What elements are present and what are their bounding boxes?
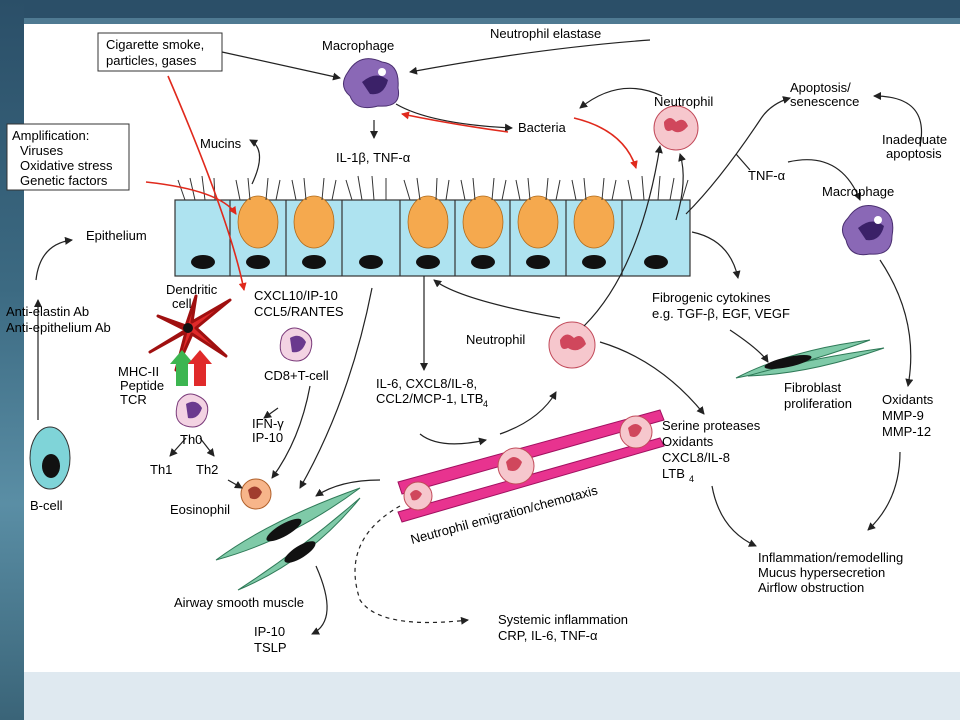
amplification-line-3: Oxidative stress bbox=[20, 158, 113, 173]
label-mhc-2: Peptide bbox=[120, 378, 164, 393]
label-mucins: Mucins bbox=[200, 136, 242, 151]
neutrophil-top-cell bbox=[653, 105, 699, 151]
epithelium-layer bbox=[174, 175, 691, 277]
label-tnfa-right: TNF-α bbox=[748, 168, 786, 183]
label-epithelium: Epithelium bbox=[86, 228, 147, 243]
neutrophil-mid-cell bbox=[548, 321, 596, 369]
label-macrophage-top: Macrophage bbox=[322, 38, 394, 53]
label-mhc-3: TCR bbox=[120, 392, 147, 407]
label-bcell: B-cell bbox=[30, 498, 63, 513]
fibroblast-cells bbox=[735, 339, 885, 379]
label-serine-4: LTB bbox=[662, 466, 685, 481]
label-antibody-1: Anti-elastin Ab bbox=[6, 304, 89, 319]
label-neutrophil-top: Neutrophil bbox=[654, 94, 713, 109]
label-il6-1: IL-6, CXCL8/IL-8, bbox=[376, 376, 477, 391]
label-inflammation-1: Inflammation/remodelling bbox=[758, 550, 903, 565]
label-oxidants-right-3: MMP-12 bbox=[882, 424, 931, 439]
systemic-arrow bbox=[354, 505, 469, 625]
label-ip10: IP-10 bbox=[254, 624, 285, 639]
slide-top-bar bbox=[0, 0, 960, 24]
label-ifn-1: IFN-γ bbox=[252, 416, 284, 431]
slide-left-bar bbox=[0, 0, 24, 720]
label-fibrogenic-2: e.g. TGF-β, EGF, VEGF bbox=[652, 306, 790, 321]
label-serine-3: CXCL8/IL-8 bbox=[662, 450, 730, 465]
b-cell bbox=[29, 426, 71, 490]
amplification-line-2: Viruses bbox=[20, 143, 64, 158]
label-neutrophil-elastase: Neutrophil elastase bbox=[490, 26, 601, 41]
label-dendritic-1: Dendritic bbox=[166, 282, 218, 297]
label-antibody-2: Anti-epithelium Ab bbox=[6, 320, 111, 335]
amplification-box bbox=[6, 123, 130, 191]
label-fibrogenic-1: Fibrogenic cytokines bbox=[652, 290, 771, 305]
label-airway-muscle: Airway smooth muscle bbox=[174, 595, 304, 610]
label-th0: Th0 bbox=[180, 432, 202, 447]
label-oxidants-right-2: MMP-9 bbox=[882, 408, 924, 423]
label-serine-2: Oxidants bbox=[662, 434, 714, 449]
label-cd8: CD8+T-cell bbox=[264, 368, 329, 383]
label-inadequate-1: Inadequate bbox=[882, 132, 947, 147]
cell-nuclei bbox=[191, 255, 668, 269]
smooth-muscle-cells bbox=[215, 487, 361, 591]
label-il1b-tnfa: IL-1β, TNF-α bbox=[336, 150, 411, 165]
label-ifn-2: IP-10 bbox=[252, 430, 283, 445]
smoke-line-2: particles, gases bbox=[106, 53, 197, 68]
label-neutrophil-mid: Neutrophil bbox=[466, 332, 525, 347]
arrows-black bbox=[34, 39, 922, 635]
label-il6-2: CCL2/MCP-1, LTB bbox=[376, 391, 483, 406]
label-inflammation-2: Mucus hypersecretion bbox=[758, 565, 885, 580]
label-il6-sub: 4 bbox=[483, 399, 488, 409]
goblet-cells bbox=[237, 195, 615, 249]
label-inadequate-2: apoptosis bbox=[886, 146, 942, 161]
label-fibroblast-2: proliferation bbox=[784, 396, 852, 411]
smoke-line-1: Cigarette smoke, bbox=[106, 37, 204, 52]
label-eosinophil: Eosinophil bbox=[170, 502, 230, 517]
label-th2: Th2 bbox=[196, 462, 218, 477]
label-oxidants-right-1: Oxidants bbox=[882, 392, 934, 407]
mhc-arrows bbox=[170, 350, 212, 386]
label-serine-1: Serine proteases bbox=[662, 418, 761, 433]
smoke-box bbox=[97, 32, 223, 72]
label-dendritic-2: cell bbox=[172, 296, 192, 311]
macrophage-top-cell bbox=[343, 58, 400, 109]
label-systemic-1: Systemic inflammation bbox=[498, 612, 628, 627]
cd8-t-cell bbox=[279, 327, 313, 362]
label-chemokine-1: CXCL10/IP-10 bbox=[254, 288, 338, 303]
label-macrophage-right: Macrophage bbox=[822, 184, 894, 199]
label-apoptosis-2: senescence bbox=[790, 94, 859, 109]
macrophage-right-cell bbox=[842, 205, 894, 256]
label-mhc-1: MHC-II bbox=[118, 364, 159, 379]
slide-bottom-band bbox=[24, 672, 960, 720]
arrows-red bbox=[145, 75, 638, 291]
amplification-line-1: Amplification: bbox=[12, 128, 89, 143]
label-apoptosis-1: Apoptosis/ bbox=[790, 80, 851, 95]
th0-cell bbox=[175, 393, 209, 428]
label-th1: Th1 bbox=[150, 462, 172, 477]
label-serine-sub: 4 bbox=[689, 474, 694, 484]
label-bacteria: Bacteria bbox=[518, 120, 566, 135]
label-fibroblast-1: Fibroblast bbox=[784, 380, 841, 395]
label-chemokine-2: CCL5/RANTES bbox=[254, 304, 344, 319]
cilia bbox=[177, 175, 689, 201]
dendritic-cell bbox=[148, 294, 232, 372]
eosinophil-cell bbox=[240, 478, 272, 510]
amplification-line-4: Genetic factors bbox=[20, 173, 108, 188]
label-inflammation-3: Airflow obstruction bbox=[758, 580, 864, 595]
label-tslp: TSLP bbox=[254, 640, 287, 655]
blood-vessel bbox=[397, 409, 665, 523]
label-systemic-2: CRP, IL-6, TNF-α bbox=[498, 628, 598, 643]
